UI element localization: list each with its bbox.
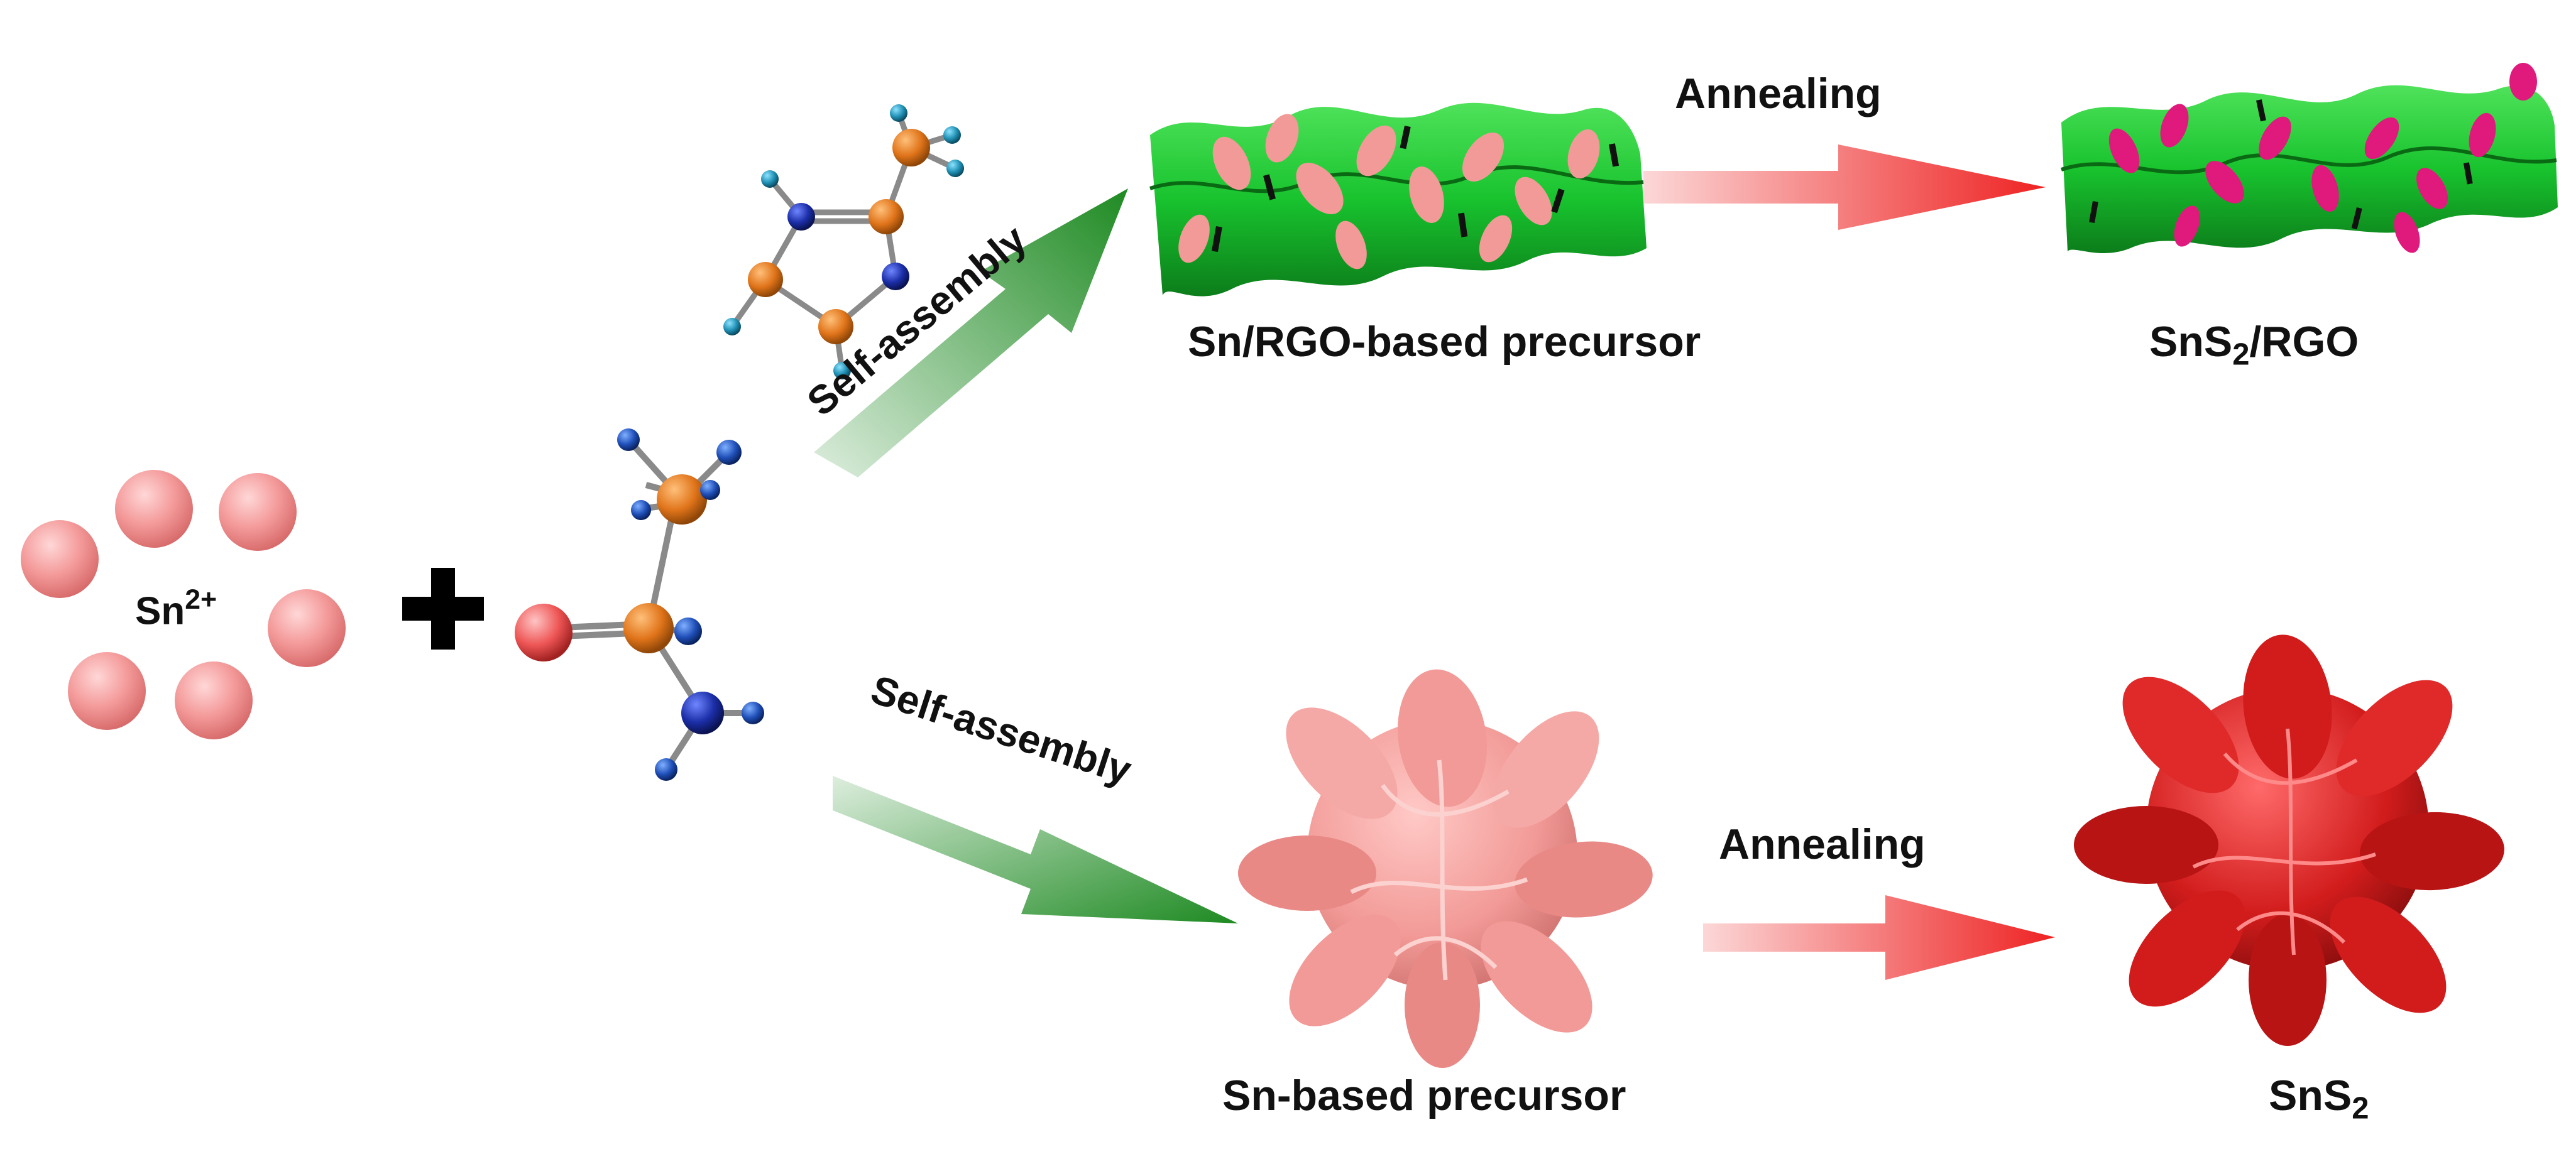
sn-ion-charge: 2+ xyxy=(185,584,217,615)
sn-based-precursor-label: Sn-based precursor xyxy=(1222,1072,1626,1119)
lower-annealing-label: Annealing xyxy=(1719,820,1926,868)
sns2-product-flower xyxy=(2074,634,2504,1046)
sns2-rgo-base: SnS xyxy=(2149,318,2233,366)
sns2-rgo-suffix: /RGO xyxy=(2249,318,2359,366)
lower-annealing-arrow-icon xyxy=(1703,895,2055,980)
sn-ion-sphere xyxy=(268,589,346,667)
sn-based-precursor-flower xyxy=(1238,669,1653,1068)
sn-rgo-precursor-sheet xyxy=(1149,102,1647,297)
sn-ion-cluster xyxy=(21,470,346,739)
sn-ion-sphere xyxy=(68,652,146,730)
plus-sign-icon xyxy=(402,568,484,650)
sns2-rgo-product-sheet xyxy=(2061,63,2558,254)
lower-self-assembly-arrow-icon xyxy=(833,776,1238,923)
urea-like-atoms xyxy=(515,428,764,781)
sn-ion-sphere xyxy=(219,473,297,551)
sn-rgo-precursor-label: Sn/RGO-based precursor xyxy=(1188,318,1701,366)
sns2-subscript: 2 xyxy=(2352,1091,2369,1126)
sn-ion-label: Sn2+ xyxy=(135,584,217,634)
sn-ion-sphere xyxy=(175,661,253,739)
sn-ion-sphere xyxy=(115,470,193,548)
sn-ion-base: Sn xyxy=(135,589,185,633)
sn-ion-sphere xyxy=(21,520,99,598)
upper-annealing-arrow-icon xyxy=(1643,144,2046,230)
upper-annealing-label: Annealing xyxy=(1675,70,1882,117)
sns2-rgo-label: SnS2/RGO xyxy=(2149,317,2359,373)
methylimidazole-atoms xyxy=(723,104,964,379)
upper-self-assembly-arrow-icon xyxy=(814,188,1128,477)
sns2-base: SnS xyxy=(2269,1072,2352,1119)
sns2-rgo-subscript: 2 xyxy=(2232,337,2250,372)
sns2-label: SnS2 xyxy=(2269,1071,2369,1126)
